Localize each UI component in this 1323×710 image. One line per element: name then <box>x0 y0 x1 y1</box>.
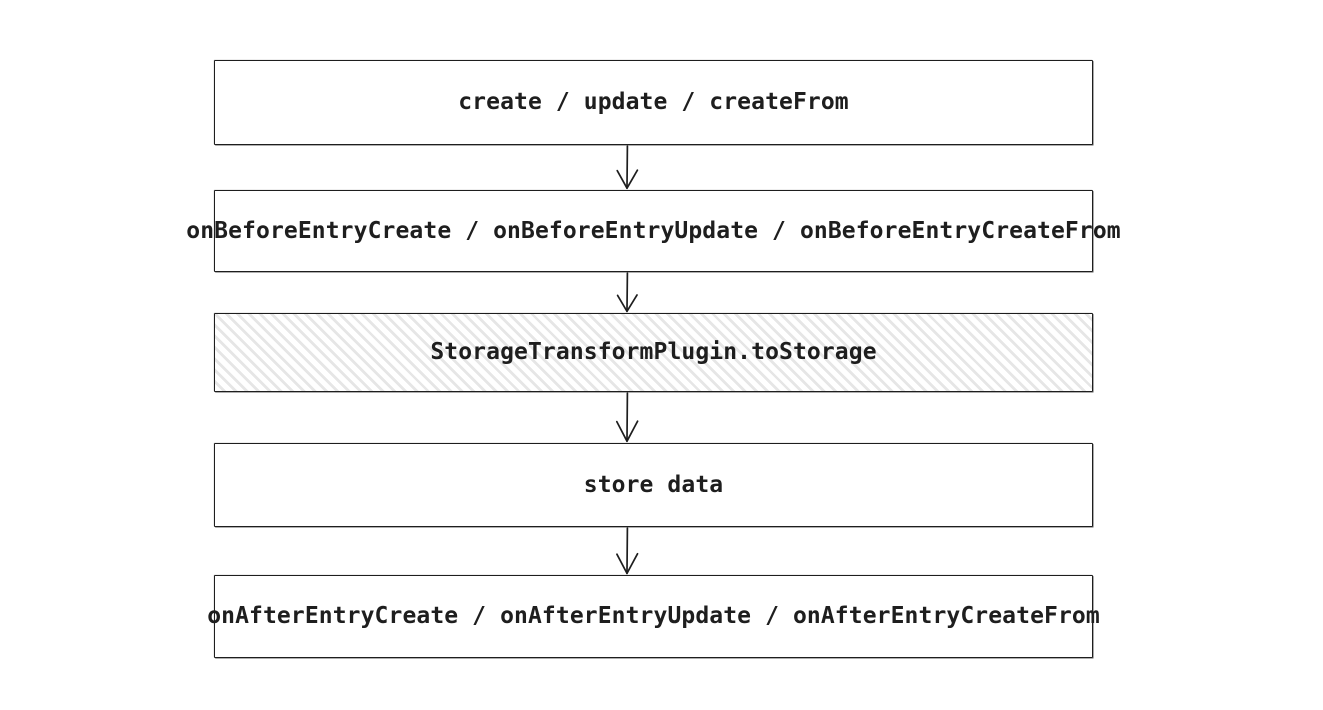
flow-node-storage-transform-plugin-tostorage: StorageTransformPlugin.toStorage <box>214 313 1093 392</box>
arrow-create-to-onbefore <box>616 145 639 190</box>
flow-node-label: StorageTransformPlugin.toStorage <box>430 339 877 365</box>
flow-node-create-update-createfrom: create / update / createFrom <box>214 60 1093 145</box>
flow-node-label: onBeforeEntryCreate / onBeforeEntryUpdat… <box>186 217 1121 244</box>
flow-node-label: store data <box>583 471 724 498</box>
flow-node-on-before-entry-hooks: onBeforeEntryCreate / onBeforeEntryUpdat… <box>186 190 1121 272</box>
flow-node-store-data: store data <box>214 443 1093 527</box>
flow-node-label: create / update / createFrom <box>458 89 849 115</box>
arrow-storedata-to-onafter <box>616 527 639 575</box>
arrow-storagetransform-to-storedata <box>615 392 639 443</box>
arrow-onbefore-to-storagetransform <box>616 272 638 313</box>
flow-node-on-after-entry-hooks: onAfterEntryCreate / onAfterEntryUpdate … <box>207 575 1100 658</box>
flow-node-label: onAfterEntryCreate / onAfterEntryUpdate … <box>207 603 1100 629</box>
